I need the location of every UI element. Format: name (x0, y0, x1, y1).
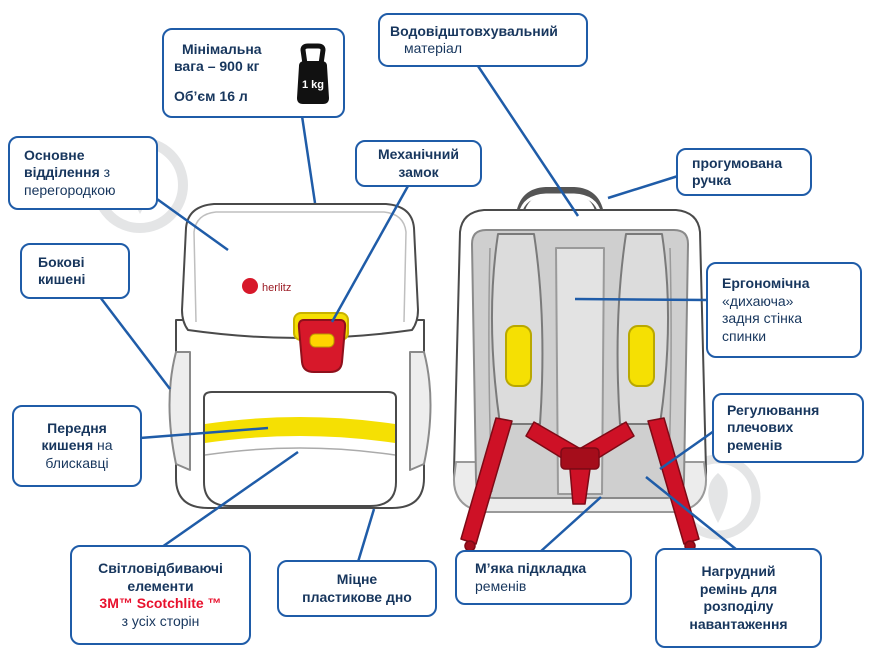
main-compartment-line-3: перегородкою (24, 181, 116, 198)
chest-strap-line-1: Нагрудний (701, 563, 776, 579)
backpack-back-view-illustration (452, 187, 708, 513)
strap-adjust-line-1: Регулювання (727, 401, 820, 418)
callout-connector-lines (99, 65, 738, 563)
weight-icon-label: 1 kg (302, 79, 324, 91)
callout-side-pockets: Бокові кишені (20, 243, 130, 299)
reflective-line-4: з усіх сторін (121, 612, 200, 629)
front-pocket-line-3: блискавці (45, 454, 109, 471)
backpack-front-view-illustration: herlitz (168, 203, 432, 509)
material-line-2: матеріал (404, 40, 462, 56)
callout-front-pocket: Передня кишеня на блискавці (12, 405, 142, 487)
main-compartment-line-2: відділення з (24, 164, 146, 182)
mech-lock-line-1: Механічний (378, 146, 459, 162)
front-pocket-line-2-bold: кишеня (41, 437, 94, 454)
strap-adjust-line-2: плечових (727, 419, 794, 436)
callout-reflective-elements: Світловідбиваючі елементи 3M™ Scotchlite… (70, 545, 251, 645)
reflective-line-2: елементи (127, 577, 194, 594)
chest-strap-line-3: розподілу (703, 598, 774, 614)
front-pocket-line-2: кишеня на (24, 437, 130, 455)
reflective-brand-line: 3M™ Scotchlite ™ (99, 595, 222, 611)
weight-line-2: вага – 900 кг (174, 58, 260, 75)
callout-chest-strap: Нагрудний ремінь для розподілу навантаже… (655, 548, 822, 648)
front-pocket-line-2-reg: на (97, 437, 113, 454)
strap-padding-line-1: М’яка підкладка (475, 560, 587, 576)
material-line-1: Водовідштовхувальний (390, 22, 558, 39)
back-panel-line-2: «дихаюча» (722, 292, 794, 309)
side-pockets-line-2: кишені (38, 271, 86, 287)
callout-plastic-bottom: Міцне пластикове дно (277, 560, 437, 617)
chest-strap-line-2: ремінь для (699, 580, 778, 597)
callout-ergonomic-back-panel: Ергономічна «дихаюча» задня стінка спинк… (706, 262, 862, 358)
back-panel-line-1: Ергономічна (722, 275, 810, 291)
callout-weight: Мінімальна вага – 900 кг Об’єм 16 л 1 kg (162, 28, 345, 118)
callout-strap-adjustment: Регулювання плечових ременів (712, 393, 864, 463)
weight-line-3: Об’єм 16 л (174, 87, 248, 104)
side-pockets-line-1: Бокові (38, 253, 85, 270)
main-compartment-line-2-bold: відділення (24, 164, 100, 181)
strap-adjust-line-3: ременів (727, 436, 783, 453)
handle-line-2: ручка (692, 172, 732, 188)
back-panel-line-3: задня стінка (722, 310, 803, 326)
weight-line-1: Мінімальна (182, 40, 262, 57)
strap-webbing-illustration (460, 417, 700, 552)
callout-strap-padding: М’яка підкладка ременів (455, 550, 632, 605)
back-panel-line-4: спинки (722, 327, 767, 344)
kettlebell-weight-icon: 1 kg (297, 43, 329, 104)
mech-lock-line-2: замок (398, 163, 439, 180)
chest-strap-line-4: навантаження (689, 615, 788, 632)
callout-mechanical-lock: Механічний замок (355, 140, 482, 187)
main-compartment-line-1: Основне (24, 146, 85, 163)
handle-line-1: прогумована (692, 154, 783, 171)
bottom-line-1: Міцне (336, 571, 378, 587)
main-compartment-line-2-reg: з (103, 164, 111, 181)
callout-waterproof-material: Водовідштовхувальний матеріал (378, 13, 588, 67)
reflective-line-1: Світловідбиваючі (98, 560, 223, 576)
front-pocket-line-1: Передня (47, 419, 107, 436)
bottom-line-2: пластикове дно (302, 588, 412, 605)
brand-logo-text: herlitz (262, 282, 291, 294)
strap-padding-line-2: ременів (475, 577, 527, 594)
callout-main-compartment: Основне відділення з перегородкою (8, 136, 158, 210)
callout-rubber-handle: прогумована ручка (676, 148, 812, 196)
